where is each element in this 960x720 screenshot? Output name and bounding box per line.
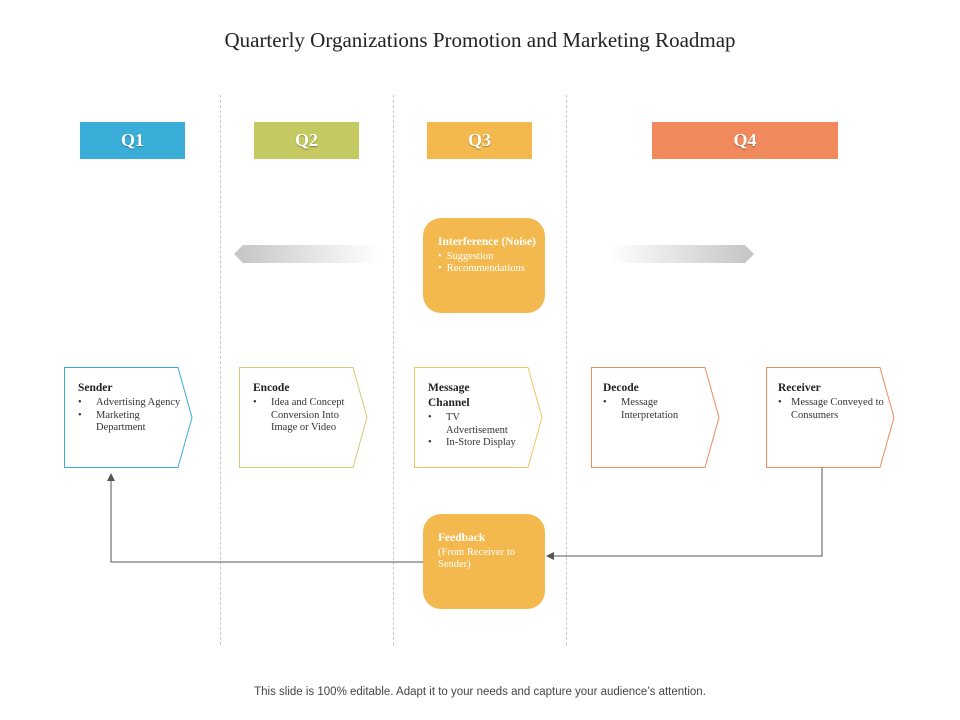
step-heading: Encode <box>253 382 290 394</box>
sender-arrowhead <box>107 473 115 481</box>
quarter-q1-header: Q1 <box>80 122 185 159</box>
column-divider <box>393 95 394 645</box>
step-heading: Message Channel <box>428 382 470 409</box>
column-divider <box>566 95 567 645</box>
quarter-q2-header: Q2 <box>254 122 359 159</box>
right-gradient-arrow <box>609 245 754 263</box>
feedback-box: Feedback (From Receiver to Sender) <box>423 514 545 609</box>
step-item: In-Store Display <box>428 437 538 450</box>
step-sender: Sender Advertising Agency Marketing Depa… <box>64 367 194 468</box>
feedback-subtext: (From Receiver to Sender) <box>438 547 515 570</box>
step-decode: Decode Message Interpretation <box>591 367 721 468</box>
feedback-arrowhead <box>546 552 554 560</box>
step-item: Marketing Department <box>78 410 188 435</box>
step-heading: Receiver <box>778 382 821 394</box>
interference-item: Recommendations <box>438 263 550 275</box>
step-heading: Decode <box>603 382 639 394</box>
receiver-to-feedback-line <box>552 468 823 557</box>
interference-box: Interference (Noise) Suggestion Recommen… <box>423 218 545 313</box>
step-item: Message Interpretation <box>603 397 701 422</box>
step-receiver: Receiver Message Conveyed to Consumers <box>766 367 896 468</box>
step-item: Advertising Agency <box>78 397 188 410</box>
step-encode: Encode Idea and Concept Conversion Into … <box>239 367 369 468</box>
left-gradient-arrow <box>234 245 379 263</box>
step-heading: Sender <box>78 382 113 394</box>
step-item: Idea and Concept Conversion Into Image o… <box>253 397 363 435</box>
quarter-q4-header: Q4 <box>652 122 838 159</box>
step-message-channel: Message Channel TV Advertisement In-Stor… <box>414 367 544 468</box>
step-item: Message Conveyed to Consumers <box>778 397 891 422</box>
feedback-to-sender-line <box>110 480 423 563</box>
page-title: Quarterly Organizations Promotion and Ma… <box>224 28 736 52</box>
footer-note: This slide is 100% editable. Adapt it to… <box>254 686 706 698</box>
interference-heading: Interference (Noise) <box>438 236 536 248</box>
feedback-heading: Feedback <box>438 532 486 544</box>
step-item: TV Advertisement <box>428 412 516 437</box>
column-divider <box>220 95 221 645</box>
quarter-q3-header: Q3 <box>427 122 532 159</box>
interference-item: Suggestion <box>438 251 550 263</box>
